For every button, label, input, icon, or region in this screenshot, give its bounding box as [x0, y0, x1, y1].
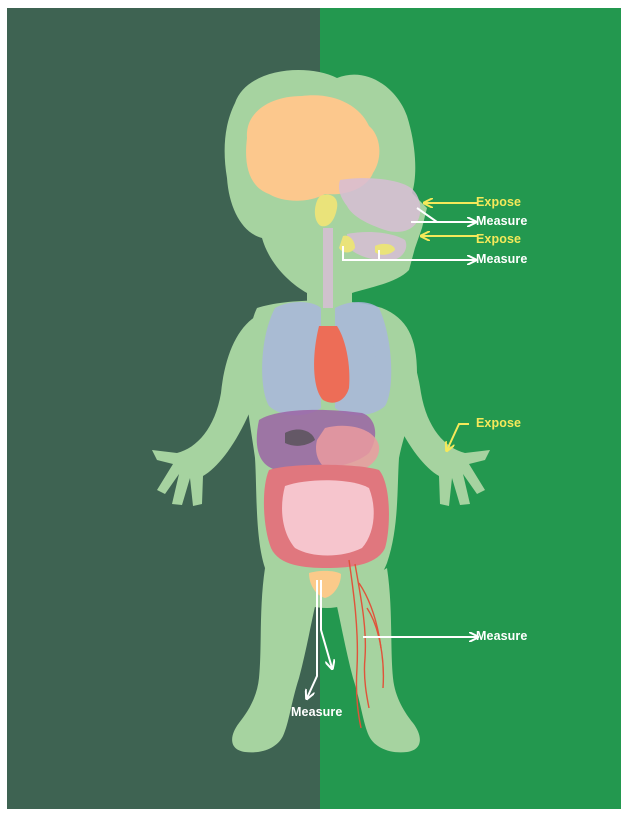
expose-hand-arrow [447, 424, 469, 450]
right-leg-shape [335, 568, 420, 752]
expose-mouth-label: Expose [476, 232, 521, 246]
trachea [323, 228, 333, 308]
measure-mouth-label: Measure [476, 252, 527, 266]
expose-nose-label: Expose [476, 195, 521, 209]
measure-nose-label: Measure [476, 214, 527, 228]
measure-urine-label: Measure [291, 705, 342, 719]
measure-blood-label: Measure [476, 629, 527, 643]
left-leg-shape [232, 568, 317, 752]
diagram-frame: Expose Measure Expose Measure Expose Mea… [7, 8, 621, 809]
expose-hand-label: Expose [476, 416, 521, 430]
left-lung [262, 302, 321, 415]
child-body-figure [7, 8, 621, 809]
small-intestine [282, 480, 374, 555]
